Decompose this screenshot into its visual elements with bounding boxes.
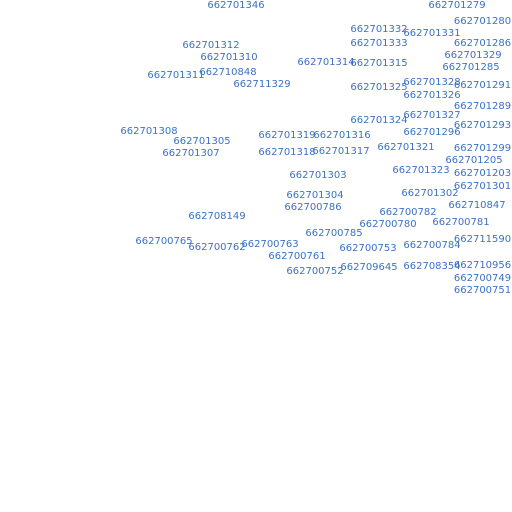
place-label: 662709645 [340, 262, 398, 273]
place-label: 662711329 [233, 79, 291, 90]
place-label: 662701310 [200, 52, 258, 63]
place-label: 662701314 [297, 57, 355, 68]
place-label: 662701329 [444, 50, 502, 61]
place-label: 662700749 [453, 273, 512, 284]
place-label: 662701317 [312, 146, 370, 157]
place-label: 662701280 [453, 16, 512, 27]
place-label: 662701326 [403, 90, 461, 101]
place-label: 662701304 [286, 190, 344, 201]
place-label: 662701327 [403, 110, 461, 121]
place-label: 662701303 [289, 170, 347, 181]
place-label: 662701203 [453, 168, 512, 179]
place-label: 662710956 [453, 260, 512, 271]
place-label: 662701286 [453, 38, 512, 49]
place-label: 662700785 [305, 228, 363, 239]
place-label: 662701289 [453, 101, 512, 112]
place-label: 662701331 [403, 28, 461, 39]
place-label: 662701279 [428, 0, 486, 11]
place-label: 662700782 [379, 207, 437, 218]
place-label: 662701315 [350, 58, 408, 69]
place-label: 662700784 [403, 240, 461, 251]
place-label: 662708354 [403, 261, 461, 272]
place-label: 662701291 [453, 80, 512, 91]
place-label: 662701302 [401, 188, 459, 199]
place-label: 662701305 [173, 136, 231, 147]
place-label: 662701319 [258, 130, 316, 141]
place-label: 662701299 [453, 143, 512, 154]
place-label: 662700780 [359, 219, 417, 230]
place-label: 662708149 [188, 211, 246, 222]
place-label: 662701333 [350, 38, 408, 49]
place-label: 662701312 [182, 40, 240, 51]
place-label: 662701321 [377, 142, 435, 153]
place-label: 662701328 [403, 77, 461, 88]
place-label: 662700786 [284, 202, 342, 213]
place-label: 662700761 [268, 251, 326, 262]
place-label: 662700781 [432, 217, 490, 228]
place-label: 662701296 [403, 127, 461, 138]
place-label: 662700753 [339, 243, 397, 254]
place-label: 662701308 [120, 126, 178, 137]
place-label: 662701307 [162, 148, 220, 159]
place-label: 662701346 [207, 0, 265, 11]
place-label: 662711590 [453, 234, 512, 245]
place-label: 662701316 [313, 130, 371, 141]
place-label: 662701332 [350, 24, 408, 35]
place-label: 662701293 [453, 120, 512, 131]
place-label: 662700765 [135, 236, 193, 247]
place-label: 662700762 [188, 242, 246, 253]
place-label: 662701301 [453, 181, 512, 192]
place-label: 662710847 [448, 200, 506, 211]
place-label: 662710848 [199, 67, 257, 78]
place-label: 662701311 [147, 70, 205, 81]
place-label: 662701324 [350, 115, 408, 126]
place-label: 662701285 [442, 62, 500, 73]
place-label: 662701205 [445, 155, 503, 166]
place-label: 662701323 [392, 165, 450, 176]
place-label: 662701325 [350, 82, 408, 93]
place-label: 662700763 [241, 239, 299, 250]
place-label: 662700751 [453, 285, 512, 296]
place-label: 662700752 [286, 266, 344, 277]
place-label: 662701318 [258, 147, 316, 158]
